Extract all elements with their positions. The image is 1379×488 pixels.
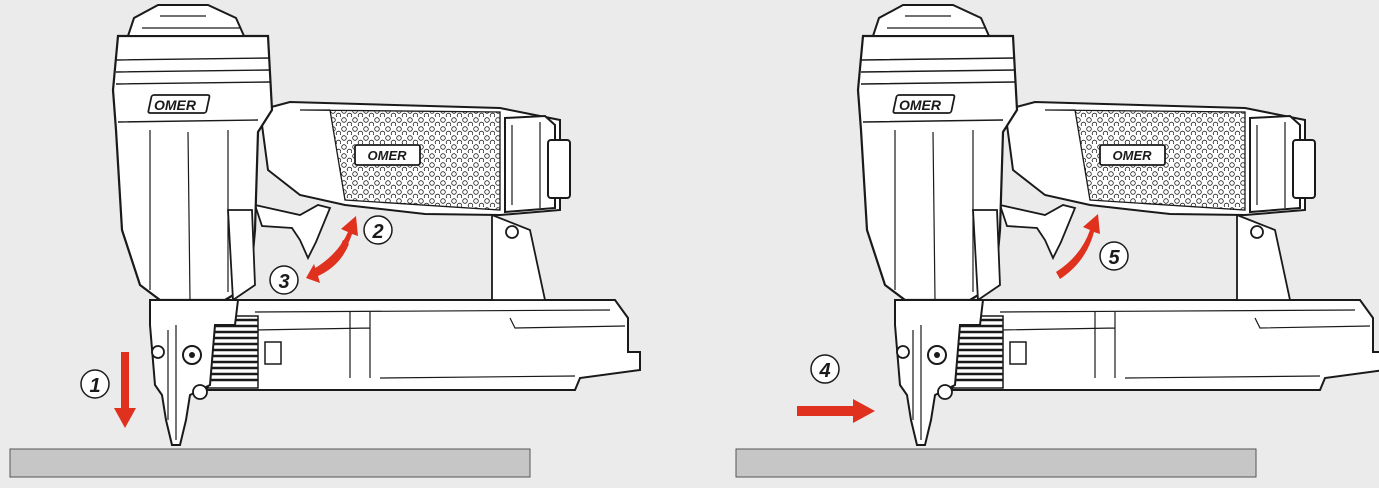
step-5-label: 5 — [1108, 247, 1120, 269]
right-arrow — [797, 399, 875, 423]
stapler-illustration: OMER OMER — [111, 3, 642, 447]
step-2-label: 2 — [371, 221, 383, 243]
work-surface — [735, 448, 1257, 478]
curved-down-arrow — [306, 240, 349, 283]
grip-logo: OMER — [368, 148, 408, 163]
panel-left: OMER OMER 1 2 3 — [9, 3, 642, 478]
step-4-marker: 4 — [810, 354, 840, 384]
stapler-illustration: OMER OMER — [856, 3, 1379, 447]
down-arrow — [114, 352, 136, 428]
grip-logo: OMER — [1113, 148, 1153, 163]
head-logo: OMER — [154, 97, 197, 113]
step-4-label: 4 — [818, 360, 830, 382]
step-1-marker: 1 — [80, 369, 110, 399]
step-1-label: 1 — [89, 375, 100, 397]
step-3-label: 3 — [278, 271, 289, 293]
step-2-marker: 2 — [363, 215, 393, 245]
curved-up-arrow — [312, 216, 358, 277]
panel-right: OMER OMER 4 5 — [735, 3, 1379, 478]
work-surface — [9, 448, 531, 478]
head-logo: OMER — [899, 97, 942, 113]
step-5-marker: 5 — [1099, 241, 1129, 271]
curved-up-arrow — [1056, 214, 1100, 279]
step-3-marker: 3 — [269, 265, 299, 295]
